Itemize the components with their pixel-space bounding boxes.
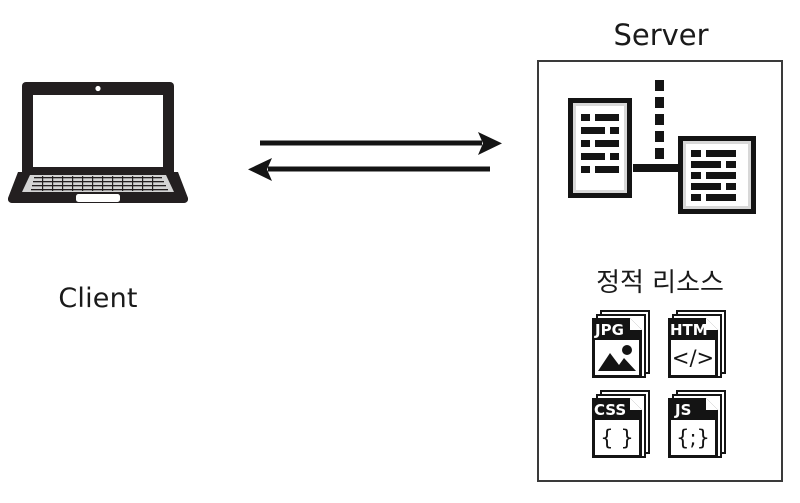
- htm-body-label: </>: [672, 346, 714, 370]
- server-documents-group: [568, 80, 756, 214]
- css-body-label: { }: [600, 426, 633, 450]
- client-group: Client: [8, 78, 188, 314]
- client-label: Client: [58, 283, 138, 314]
- css-ext-label: CSS: [594, 401, 626, 419]
- response-arrow: [248, 158, 490, 181]
- css-file-icon: CSS { }: [586, 388, 662, 468]
- htm-file-icon: HTM </>: [662, 308, 738, 388]
- jpg-file-icon: JPG: [586, 308, 662, 388]
- js-file-icon: JS {;}: [662, 388, 738, 468]
- js-body-label: {;}: [676, 426, 710, 450]
- static-resources-heading: 정적 리소스: [596, 268, 724, 298]
- js-ext-label: JS: [674, 401, 691, 419]
- static-resources-grid: JPG HTM </>: [586, 308, 738, 468]
- dotted-connector: [633, 80, 681, 172]
- htm-ext-label: HTM: [670, 321, 708, 339]
- jpg-ext-label: JPG: [594, 321, 624, 339]
- arrows-group: [248, 132, 502, 181]
- document-square-icon: [678, 136, 756, 214]
- request-arrow: [260, 132, 502, 155]
- laptop-icon: [8, 82, 188, 204]
- server-label: Server: [613, 18, 709, 52]
- document-portrait-icon: [568, 98, 632, 198]
